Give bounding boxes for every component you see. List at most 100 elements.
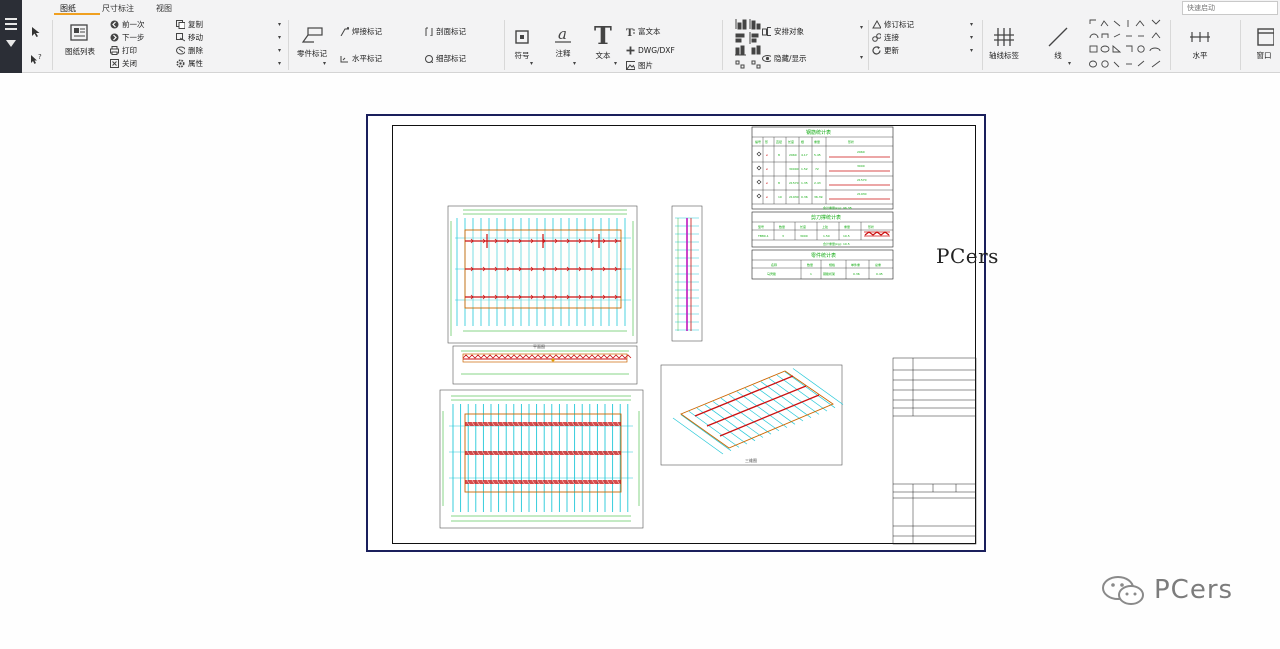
svg-text:1.50: 1.50 xyxy=(823,234,830,238)
revision-icon xyxy=(872,20,881,29)
drawing-list-button[interactable]: 图纸列表 xyxy=(64,20,96,57)
note-button[interactable]: a 注释 ▾ xyxy=(548,22,578,67)
rich-text-button[interactable]: T 富文本 xyxy=(626,26,661,37)
svg-text:数量: 数量 xyxy=(779,224,785,229)
drawing-list-icon xyxy=(70,24,88,41)
properties-button[interactable]: 属性 xyxy=(176,58,203,69)
svg-text:⌀: ⌀ xyxy=(766,195,768,199)
select-cursor-icon[interactable] xyxy=(31,26,41,38)
arrange-objects-button[interactable]: 安排对象 xyxy=(762,26,804,37)
revision-mark-label: 修订标记 xyxy=(884,20,914,29)
hide-show-button[interactable]: 隐藏/显示 xyxy=(762,53,807,64)
level-mark-button[interactable]: 水平标记 xyxy=(340,53,382,64)
isometric-view[interactable]: 三维图 xyxy=(660,364,844,466)
caret-down-icon[interactable]: ▾ xyxy=(278,34,282,41)
quick-search-input[interactable] xyxy=(1182,1,1278,15)
caret-down-icon[interactable]: ▾ xyxy=(614,60,618,67)
part-mark-button[interactable]: 零件标记 ▾ xyxy=(294,22,330,67)
svg-text:马凳筋: 马凳筋 xyxy=(767,271,776,276)
plan-view[interactable]: 平面图 xyxy=(447,205,638,349)
print-label: 打印 xyxy=(122,46,137,55)
dwg-dxf-button[interactable]: DWG/DXF xyxy=(626,46,675,55)
part-mark-label: 零件标记 xyxy=(297,49,327,58)
watermark: PCers xyxy=(1100,574,1233,606)
drawing-shapes-palette[interactable] xyxy=(1088,18,1168,72)
gear-icon xyxy=(176,59,185,68)
caret-down-icon[interactable]: ▾ xyxy=(278,60,282,67)
caret-down-icon[interactable]: ▾ xyxy=(970,47,974,54)
print-button[interactable]: 打印 xyxy=(110,45,137,56)
horizontal-dim-icon xyxy=(1190,32,1210,42)
copy-button[interactable]: 复制 xyxy=(176,19,203,30)
connect-button[interactable]: 连接 xyxy=(872,32,899,43)
dropdown-arrow-icon[interactable] xyxy=(6,40,16,47)
print-icon xyxy=(110,46,119,55)
ribbon-toolbar: ? 图纸列表 前一次 下一步 打 xyxy=(22,16,1280,73)
section-mark-icon xyxy=(425,27,433,36)
caret-down-icon[interactable]: ▾ xyxy=(970,21,974,28)
side-section-view[interactable] xyxy=(671,205,703,342)
next-button[interactable]: 下一步 xyxy=(110,32,145,43)
svg-text:编号: 编号 xyxy=(755,139,761,144)
svg-text:1.52: 1.52 xyxy=(801,167,808,171)
caret-down-icon[interactable]: ▾ xyxy=(323,60,327,67)
detail-mark-button[interactable]: 细部标记 xyxy=(424,53,466,64)
caret-down-icon[interactable]: ▾ xyxy=(530,60,534,67)
caret-down-icon[interactable]: ▾ xyxy=(860,24,864,31)
delete-button[interactable]: 删除 xyxy=(176,45,203,56)
revision-mark-button[interactable]: 修订标记 xyxy=(872,19,914,30)
text-button[interactable]: T 文本 ▾ xyxy=(588,20,618,67)
symbol-button[interactable]: 符号 ▾ xyxy=(510,24,534,67)
caret-down-icon[interactable]: ▾ xyxy=(860,54,864,61)
update-button[interactable]: 更新 xyxy=(872,45,899,56)
tab-drawing[interactable]: 图纸 xyxy=(60,4,76,13)
wechat-icon xyxy=(1102,576,1144,605)
svg-text:T: T xyxy=(626,28,634,36)
tab-dimension[interactable]: 尺寸标注 xyxy=(102,4,134,13)
rebar-layout-view[interactable] xyxy=(439,389,644,529)
window-button[interactable]: 窗口 xyxy=(1250,24,1278,61)
svg-text:72: 72 xyxy=(815,167,819,171)
title-block[interactable] xyxy=(892,357,977,545)
menu-icon[interactable] xyxy=(5,18,17,33)
caret-down-icon[interactable]: ▾ xyxy=(1068,60,1072,67)
move-button[interactable]: 移动 xyxy=(176,32,203,43)
svg-text:21570: 21570 xyxy=(857,178,867,182)
section-mark-button[interactable]: 剖面标记 xyxy=(424,26,466,37)
level-mark-icon xyxy=(340,56,348,63)
window-label: 窗口 xyxy=(1256,51,1272,60)
horizontal-dim-button[interactable]: 水平 xyxy=(1180,24,1220,61)
weld-mark-button[interactable]: 焊接标记 xyxy=(340,26,382,37)
svg-text:⌀: ⌀ xyxy=(766,167,768,171)
caret-down-icon[interactable]: ▾ xyxy=(970,34,974,41)
caret-down-icon[interactable]: ▾ xyxy=(278,47,282,54)
svg-text:0.36: 0.36 xyxy=(853,272,860,276)
drawing-list-label: 图纸列表 xyxy=(65,47,95,56)
select-help-icon[interactable]: ? xyxy=(30,52,44,64)
svg-text:2960: 2960 xyxy=(857,150,865,154)
connect-label: 连接 xyxy=(884,33,899,42)
caret-down-icon[interactable]: ▾ xyxy=(573,60,577,67)
picture-button[interactable]: 图片 xyxy=(626,60,653,71)
svg-text:⌀: ⌀ xyxy=(766,153,768,157)
align-tools-icon[interactable] xyxy=(734,18,766,72)
section-strip-view[interactable] xyxy=(452,345,638,385)
material-table-title: 钢筋统计表 xyxy=(806,129,831,136)
svg-text:3: 3 xyxy=(782,234,784,238)
svg-text:重量: 重量 xyxy=(844,224,850,229)
tab-view[interactable]: 视图 xyxy=(156,4,172,13)
prev-button[interactable]: 前一次 xyxy=(110,19,145,30)
svg-text:10: 10 xyxy=(778,195,782,199)
line-button[interactable]: 线 ▾ xyxy=(1044,24,1072,67)
left-strip xyxy=(0,0,22,73)
caret-down-icon[interactable]: ▾ xyxy=(278,21,282,28)
grid-label-button[interactable]: 轴线标签 xyxy=(986,24,1022,61)
close-button[interactable]: 关闭 xyxy=(110,58,137,69)
